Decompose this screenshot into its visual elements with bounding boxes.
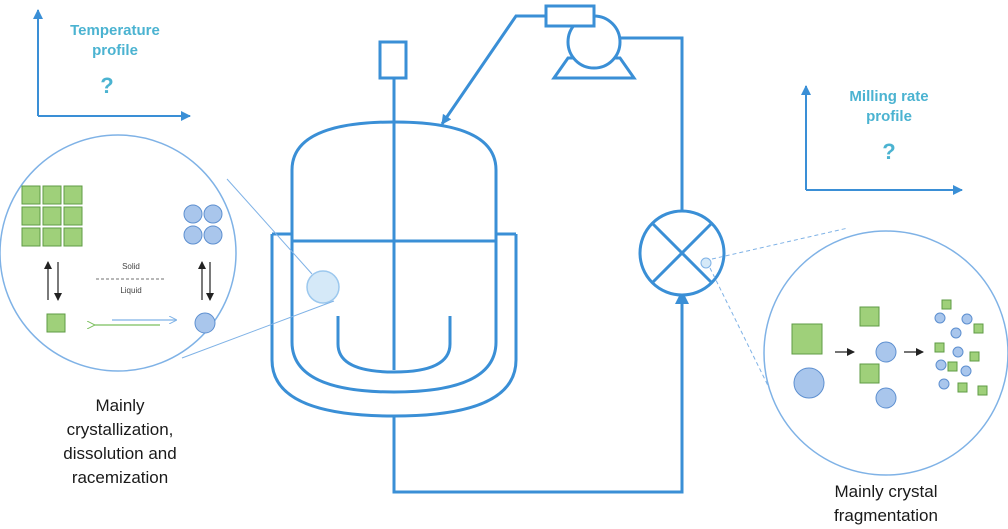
temperature-title-line1: Temperature <box>70 22 160 39</box>
milling-profile-axes <box>801 85 963 195</box>
crystal-grid <box>21 185 83 247</box>
vessel-zoom-spot <box>306 270 340 304</box>
left-zoom-circle <box>0 134 237 372</box>
left-caption-line1: Mainly <box>95 396 145 415</box>
milling-title-line2: profile <box>866 108 912 125</box>
right-caption-line2: fragmentation <box>834 506 938 525</box>
solid-liquid-arrows-left <box>44 261 62 301</box>
left-zoom-rays <box>181 178 335 359</box>
right-caption: Mainly crystal fragmentation <box>786 480 986 528</box>
solid-liquid-arrows-right <box>198 261 214 301</box>
impeller <box>336 316 452 374</box>
mill-zoom-spot <box>700 257 712 269</box>
temperature-title-line2: profile <box>92 42 138 59</box>
racemization-arrows <box>94 320 176 325</box>
right-zoom-rays <box>709 227 849 411</box>
stirrer-motor-icon <box>378 40 408 80</box>
single-crystal <box>46 313 66 333</box>
left-caption-line2: crystallization, <box>66 420 174 439</box>
single-particle <box>194 312 216 334</box>
liquid-label: Liquid <box>120 286 142 295</box>
temperature-profile-title: Temperature profile <box>52 21 178 61</box>
pump-icon <box>544 4 637 80</box>
milling-unknown-mark: ? <box>882 139 896 164</box>
mill-valve-icon <box>638 209 726 297</box>
left-caption-line3: dissolution and <box>63 444 177 463</box>
temperature-profile-axes <box>33 9 191 121</box>
fragmentation-sequence <box>791 299 988 409</box>
temperature-unknown-mark: ? <box>100 73 114 98</box>
solid-label: Solid <box>122 262 140 271</box>
milling-profile-title: Milling rate profile <box>826 87 952 127</box>
right-caption-line1: Mainly crystal <box>834 482 938 501</box>
loop-arrow-up-icon <box>675 290 689 304</box>
milling-title-line1: Milling rate <box>849 88 929 105</box>
left-caption-line4: racemization <box>71 468 169 487</box>
enantiomer-cluster <box>183 204 223 245</box>
left-caption: Mainly crystallization, dissolution and … <box>20 394 220 490</box>
